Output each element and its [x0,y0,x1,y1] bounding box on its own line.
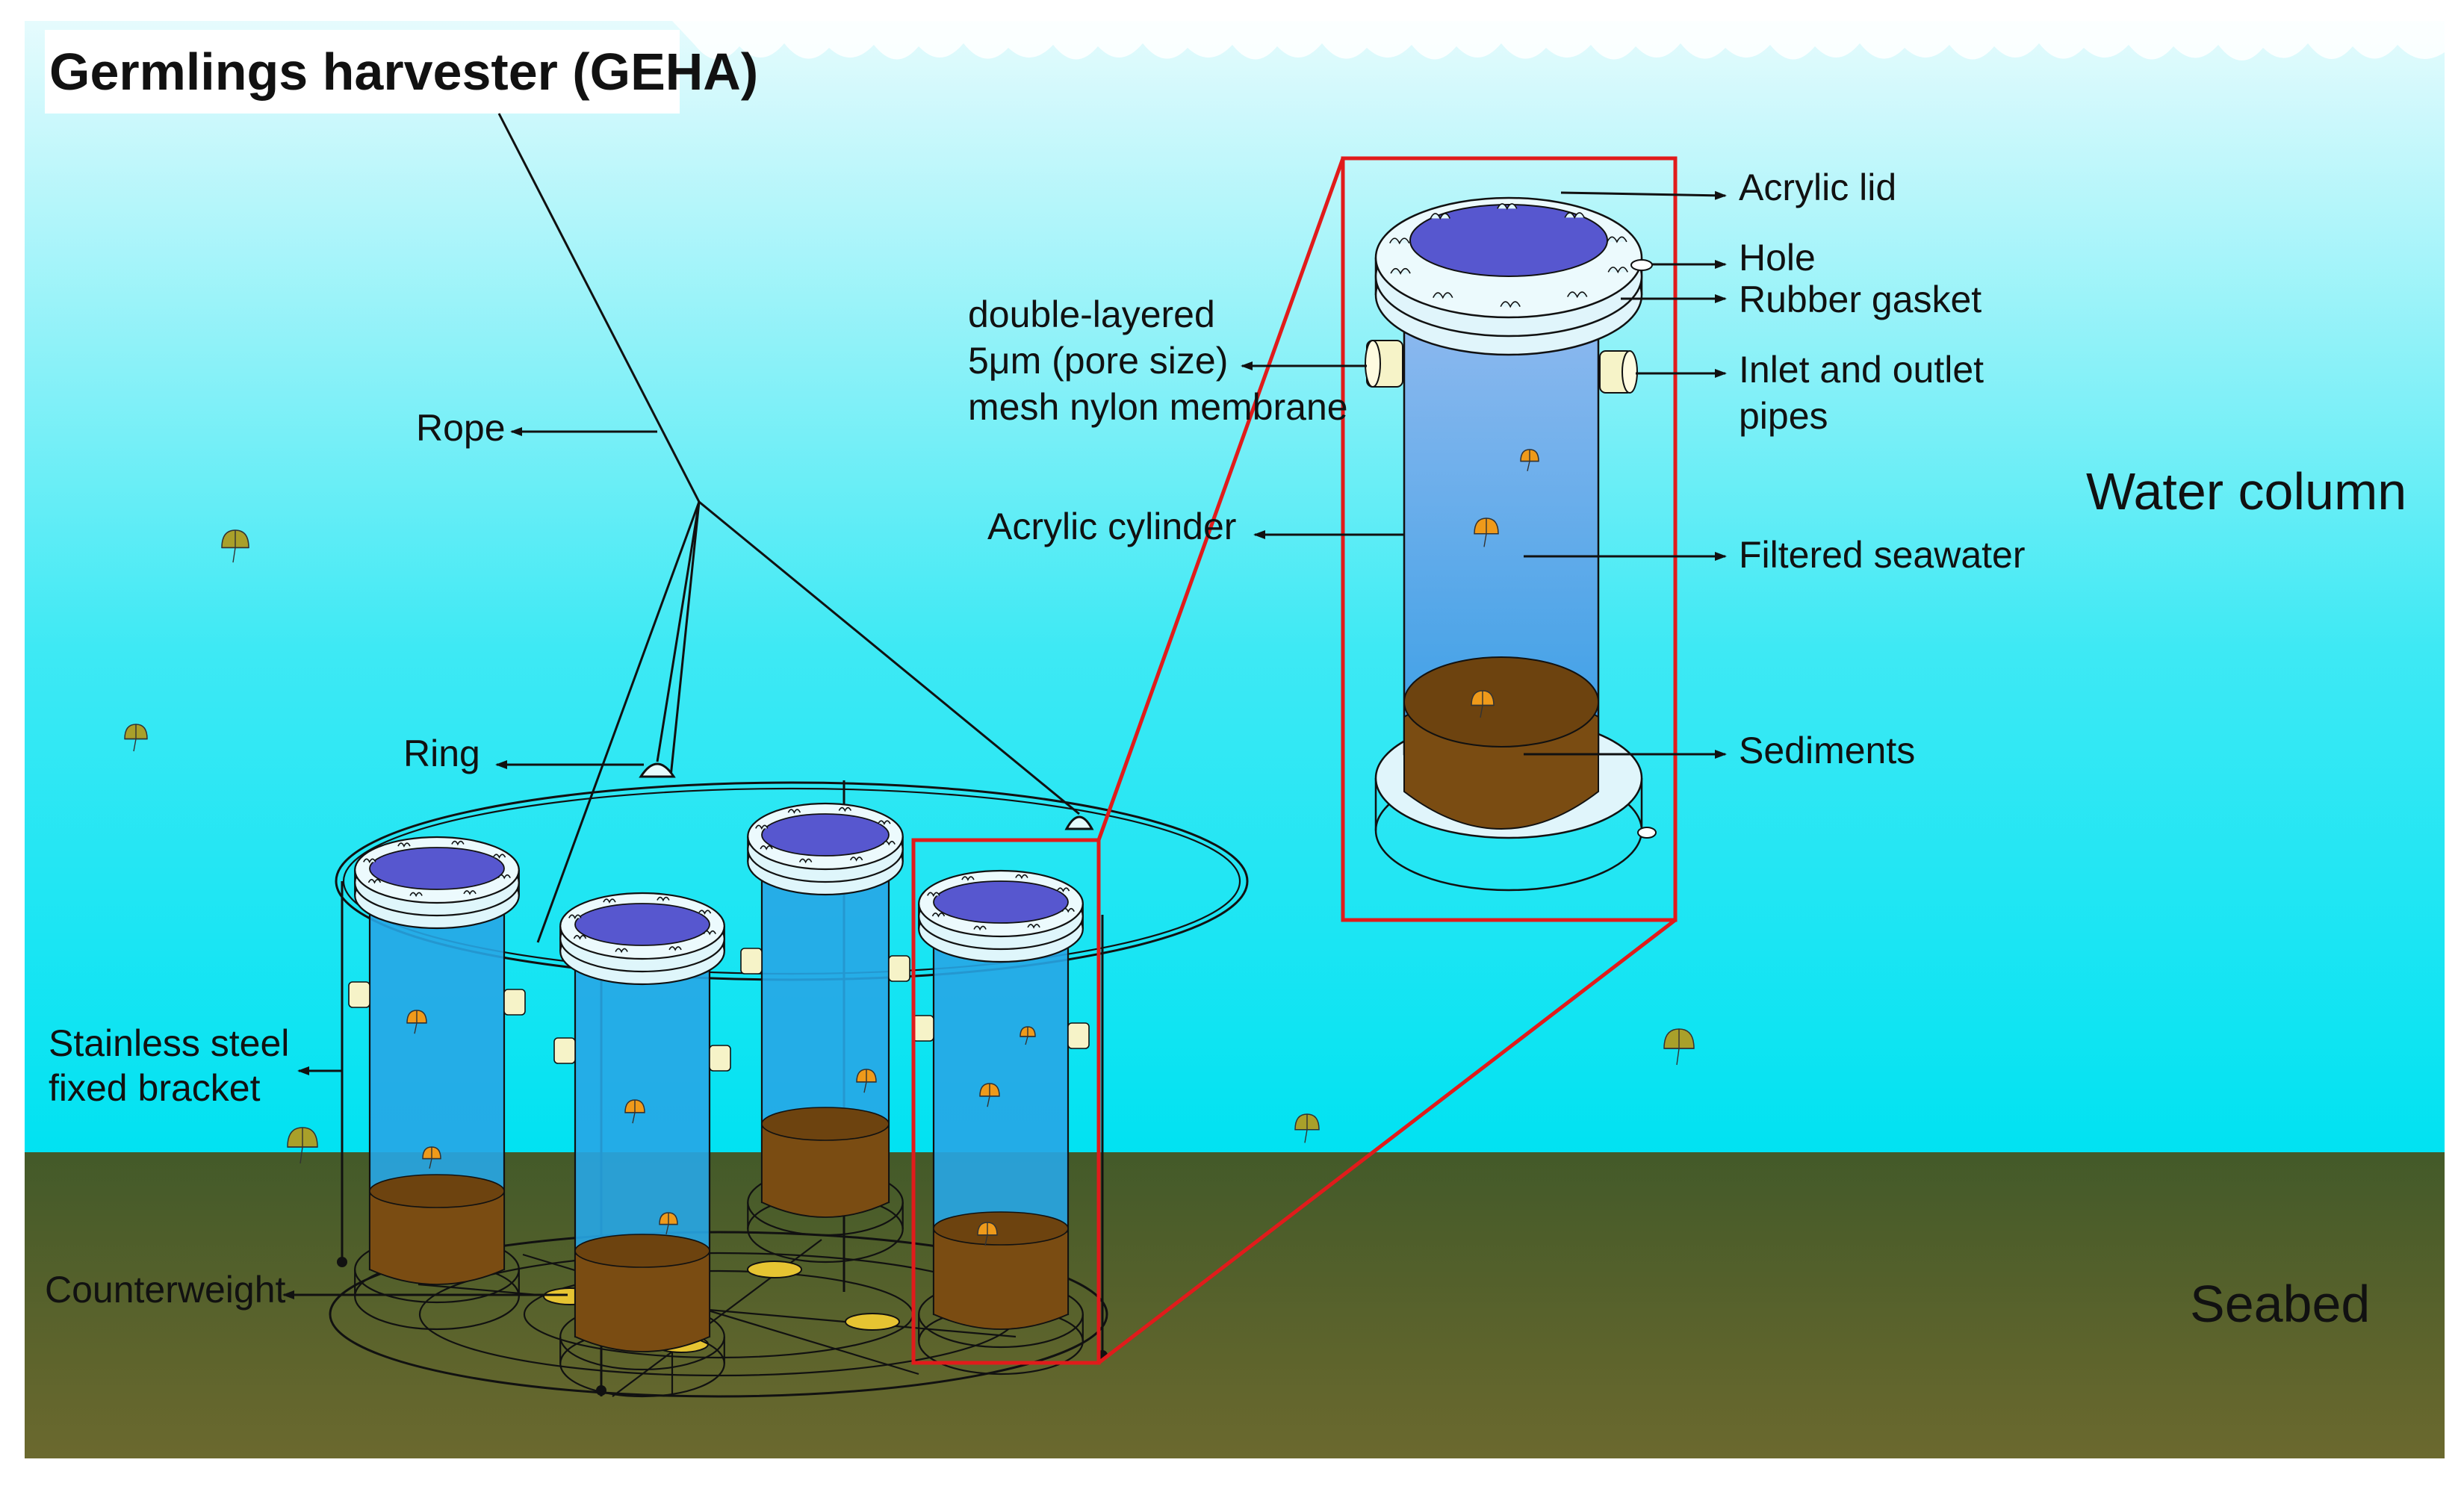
wing-nut [1056,887,1070,892]
wing-nut [1500,301,1521,308]
lid-wing-nuts [1389,203,1628,308]
label-sediments: Sediments [1739,730,1915,771]
wing-nut [1497,203,1518,211]
wing-nut [703,930,716,936]
wing-nut [568,914,582,920]
germling-icon [422,1146,441,1169]
title-box [45,30,680,114]
cylinder-group [348,802,1090,1398]
wing-nut [1567,291,1588,299]
wing-nut [698,910,712,915]
wing-nut [838,806,852,812]
wing-nut [1389,237,1410,245]
detail-cylinder [1365,196,1657,892]
wing-nut [1430,213,1450,220]
germling-icon [287,1127,318,1164]
callout-box-small [911,838,1101,1365]
wing-nut [760,845,773,851]
collector-cylinder [740,802,910,1264]
wing-nut [668,946,682,951]
wing-nut [1027,924,1040,929]
wing-nut [497,874,511,880]
germling-icon [979,1083,1000,1107]
label-rubber-gasket: Rubber gasket [1739,279,1982,320]
label-hole: Hole [1739,237,1816,279]
labels: Rope Ring Stainless steel fixed bracket … [45,167,2026,1311]
germling-icon [659,1212,678,1234]
label-membrane-line3: mesh nylon membrane [968,386,1348,428]
germling-icon [1474,518,1499,547]
wing-nut [657,896,670,902]
germling-icon [1663,1028,1695,1066]
wing-nut [451,840,465,846]
germlings [124,449,1695,1246]
wing-nut [463,890,477,895]
germling-icon [406,1010,427,1034]
germling-icon [1020,1026,1036,1045]
wing-nut [409,892,423,898]
wing-nut [878,820,891,825]
wing-nut [615,948,628,954]
wing-nut [367,879,382,884]
wing-nut [961,876,975,881]
water-surface [672,21,2445,61]
collector-cylinder [348,836,526,1331]
wing-nut [1607,236,1627,243]
bracket-bottom-ring [329,1231,1108,1398]
label-acrylic-cylinder: Acrylic cylinder [987,506,1236,547]
ring [639,762,676,778]
collector-cylinder [912,869,1090,1376]
label-pipes-line2: pipes [1739,395,1828,437]
callout-lines [1096,158,1677,1364]
wing-nut [573,935,587,940]
germling-icon [624,1099,645,1124]
wing-nut [603,898,616,904]
diagram-title: Germlings harvester (GEHA) [49,43,758,101]
wing-nut [1433,292,1453,299]
label-bracket-line2: fixed bracket [49,1067,261,1109]
label-counterweight: Counterweight [45,1269,286,1311]
wing-nut [973,925,987,931]
wing-nut [1607,267,1628,274]
wing-nut [1061,907,1075,913]
germling-icon [1471,690,1495,718]
callout-box-large [1341,156,1678,922]
wing-nut [1564,212,1585,220]
wing-nut [755,824,769,830]
wing-nut [882,840,896,846]
wing-nut [1015,874,1028,880]
label-pipes-line1: Inlet and outlet [1739,349,1984,391]
label-filtered-seawater: Filtered seawater [1739,534,2026,576]
label-ring: Ring [403,733,480,774]
ring-attachment [1064,815,1094,830]
label-rope: Rope [416,407,506,449]
label-membrane-line2: 5μm (pore size) [968,340,1228,382]
wing-nut [397,842,411,848]
wing-nut [787,809,801,814]
wing-nut [927,892,940,898]
rope [497,113,1080,943]
wing-nut [1390,267,1411,275]
germling-icon [856,1069,877,1093]
germling-icon [124,724,148,752]
seabed-label: Seabed [2190,1275,2370,1333]
wing-nut [931,913,946,918]
wing-nut [492,854,506,859]
collector-cylinder [553,892,731,1398]
germling-icon [977,1222,998,1246]
label-bracket-line1: Stainless steel [49,1022,289,1064]
label-acrylic-lid: Acrylic lid [1739,167,1896,208]
wing-nut [363,858,376,864]
wing-nut [849,857,863,862]
label-membrane-line1: double-layered [968,293,1215,335]
germling-icon [1294,1113,1320,1143]
wing-nut [798,858,813,864]
germling-icon [221,529,249,563]
germling-icon [1520,449,1539,471]
water-column-label: Water column [2086,462,2406,520]
